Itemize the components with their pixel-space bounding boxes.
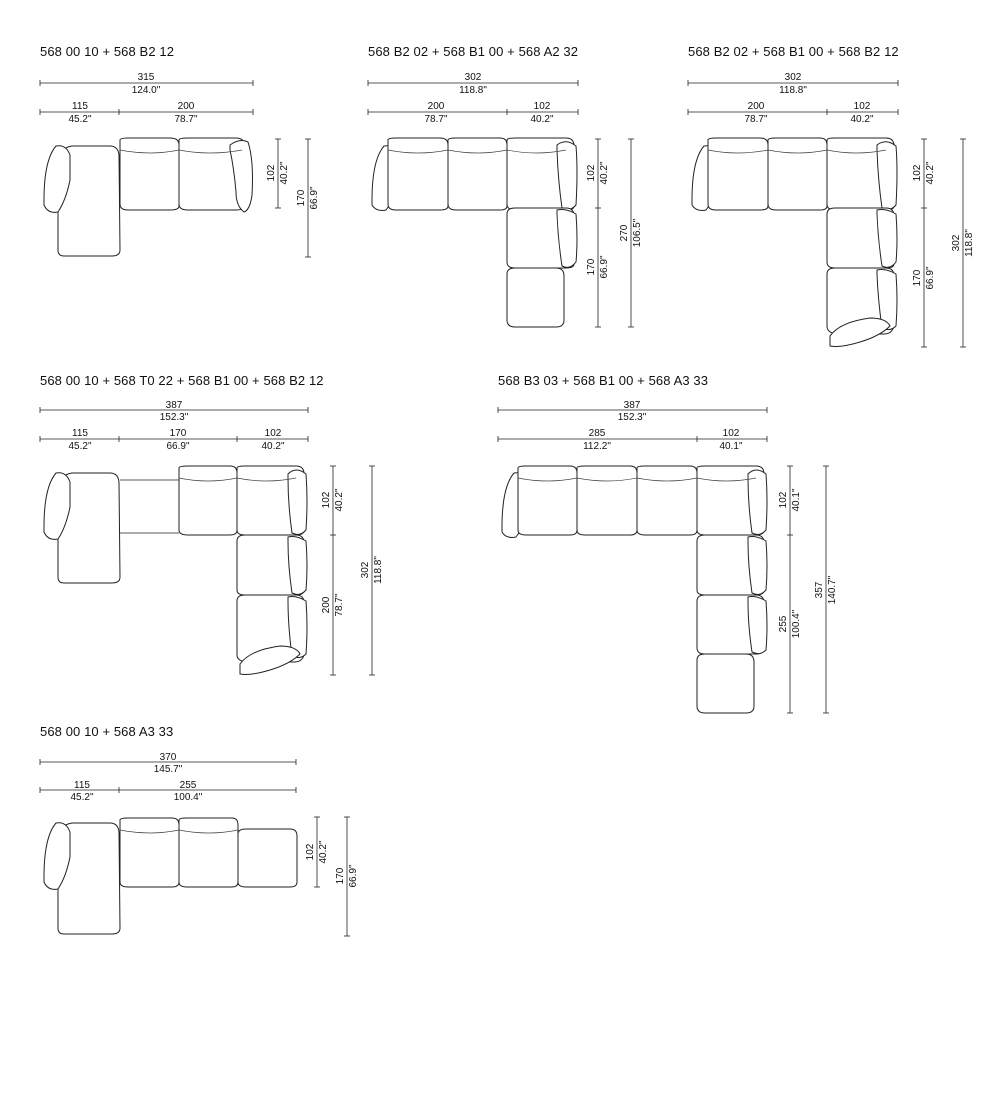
d5-part2-in: 40.1"	[719, 441, 742, 452]
diagram-4-title: 568 00 10 + 568 T0 22 + 568 B1 00 + 568 …	[40, 373, 324, 388]
d6-part1-cm: 115	[74, 780, 90, 791]
d6-side2-cm: 170	[335, 867, 346, 884]
d4-part2-in: 66.9"	[166, 441, 189, 452]
d1-side1-cm: 102	[266, 164, 277, 181]
d5-side1-in: 40.1"	[791, 488, 802, 511]
d5-part1-in: 112.2"	[583, 441, 611, 452]
d5-side3-cm: 357	[814, 581, 825, 598]
d4-total-cm: 387	[166, 400, 183, 411]
d1-side2-in: 66.9"	[309, 186, 320, 209]
d5-part1-cm: 285	[589, 428, 606, 439]
d5-total-in: 152.3"	[618, 412, 647, 423]
d2-side3-cm: 270	[619, 224, 630, 241]
d3-part2-cm: 102	[854, 101, 871, 112]
d1-side2-cm: 170	[296, 189, 307, 206]
d2-part2-cm: 102	[534, 101, 551, 112]
d1-part1-in: 45.2"	[68, 114, 91, 125]
d6-side1-cm: 102	[305, 843, 316, 860]
d6-part2-in: 100.4"	[174, 792, 203, 803]
d3-part1-in: 78.7"	[744, 114, 767, 125]
d5-side2-in: 100.4"	[791, 609, 802, 638]
d3-total-cm: 302	[785, 72, 802, 83]
d4-side2-cm: 200	[321, 596, 332, 613]
d5-side2-cm: 255	[778, 615, 789, 632]
d2-side3-in: 106.5"	[632, 218, 643, 247]
d2-total-in: 118.8"	[459, 85, 487, 96]
d2-total-cm: 302	[465, 72, 482, 83]
d6-side1-in: 40.2"	[318, 840, 329, 863]
d1-total-in: 124.0"	[132, 85, 161, 96]
d3-side1-in: 40.2"	[925, 161, 936, 184]
d4-total-in: 152.3"	[160, 412, 189, 423]
d4-part3-in: 40.2"	[261, 441, 284, 452]
d3-side3-in: 118.8"	[964, 229, 975, 257]
d2-side1-in: 40.2"	[599, 161, 610, 184]
d6-total-cm: 370	[160, 752, 177, 763]
diagram-2-title: 568 B2 02 + 568 B1 00 + 568 A2 32	[368, 44, 579, 59]
diagram-3-title: 568 B2 02 + 568 B1 00 + 568 B2 12	[688, 44, 899, 59]
d5-side3-in: 140.7"	[827, 575, 838, 604]
d6-part2-cm: 255	[180, 780, 197, 791]
d3-side2-cm: 170	[912, 269, 923, 286]
d4-part1-cm: 115	[72, 428, 88, 439]
d4-side3-cm: 302	[360, 561, 371, 578]
d2-side2-in: 66.9"	[599, 255, 610, 278]
d4-part2-cm: 170	[170, 428, 187, 439]
d2-side1-cm: 102	[586, 164, 597, 181]
d3-part2-in: 40.2"	[850, 114, 873, 125]
d4-side3-in: 118.8"	[373, 556, 384, 584]
d3-total-in: 118.8"	[779, 85, 807, 96]
d1-part2-in: 78.7"	[174, 114, 197, 125]
diagram-5-title: 568 B3 03 + 568 B1 00 + 568 A3 33	[498, 373, 709, 388]
diagram-4: 387 152.3" 115 45.2" 170 66.9" 102 40.2"…	[39, 400, 384, 676]
d3-side3-cm: 302	[951, 234, 962, 251]
d3-part1-cm: 200	[748, 101, 765, 112]
d5-side1-cm: 102	[778, 491, 789, 508]
d2-part2-in: 40.2"	[530, 114, 553, 125]
d3-side2-in: 66.9"	[925, 266, 936, 289]
diagram-3: 302 118.8" 200 78.7" 102 40.2" 102 40.2"…	[687, 72, 975, 348]
d1-side1-in: 40.2"	[279, 161, 290, 184]
diagram-6-title: 568 00 10 + 568 A3 33	[40, 724, 174, 739]
d2-side2-cm: 170	[586, 258, 597, 275]
d4-part3-cm: 102	[265, 428, 282, 439]
d4-part1-in: 45.2"	[68, 441, 91, 452]
d6-part1-in: 45.2"	[70, 792, 93, 803]
d6-total-in: 145.7"	[154, 764, 183, 775]
d4-side1-cm: 102	[321, 491, 332, 508]
d5-total-cm: 387	[624, 400, 641, 411]
d6-side2-in: 66.9"	[348, 864, 359, 887]
d3-side1-cm: 102	[912, 164, 923, 181]
d2-part1-cm: 200	[428, 101, 445, 112]
d4-side1-in: 40.2"	[334, 488, 345, 511]
d5-part2-cm: 102	[723, 428, 740, 439]
diagram-5: 387 152.3" 285 112.2" 102 40.1" 102 40.1…	[497, 400, 838, 714]
diagram-1: 315 124.0" 115 45.2" 200 78.7" 102 40.2"…	[39, 72, 320, 258]
d1-part2-cm: 200	[178, 101, 195, 112]
diagram-6: 370 145.7" 115 45.2" 255 100.4" 102 40.2…	[39, 752, 359, 937]
d1-part1-cm: 115	[72, 101, 88, 112]
d4-side2-in: 78.7"	[334, 593, 345, 616]
d2-part1-in: 78.7"	[424, 114, 447, 125]
diagram-1-title: 568 00 10 + 568 B2 12	[40, 44, 175, 59]
diagram-2: 302 118.8" 200 78.7" 102 40.2" 102 40.2"…	[367, 72, 643, 328]
d1-total-cm: 315	[138, 72, 155, 83]
